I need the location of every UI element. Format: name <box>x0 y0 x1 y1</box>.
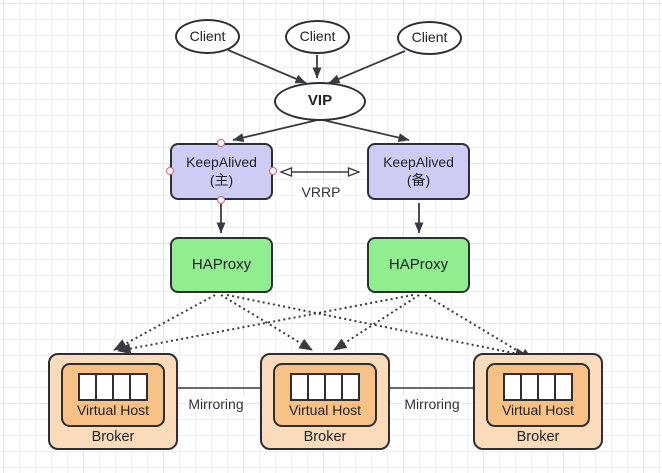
node-client-2[interactable]: Client <box>285 20 350 54</box>
queue-cell <box>80 375 95 399</box>
queue-cell <box>326 375 341 399</box>
node-vip[interactable]: VIP <box>274 82 366 121</box>
keepalived-backup-subtitle: (备) <box>406 171 431 188</box>
queue-cell <box>131 375 146 399</box>
vip-label: VIP <box>307 92 333 110</box>
node-broker-2[interactable]: Virtual Host Broker <box>260 353 390 450</box>
client-3-label: Client <box>411 29 448 46</box>
queue-cell <box>309 375 324 399</box>
virtual-host-box-1[interactable]: Virtual Host <box>61 363 165 427</box>
keepalived-primary-subtitle: (主) <box>209 171 234 188</box>
edge-haproxy-right-to-broker2[interactable] <box>333 294 420 351</box>
virtual-host-label: Virtual Host <box>501 402 575 418</box>
queue-cell <box>556 375 571 399</box>
edge-haproxy-right-to-broker1[interactable] <box>117 294 414 355</box>
queue-icon <box>503 373 573 401</box>
edge-client3-to-vip[interactable] <box>328 50 406 84</box>
edge-haproxy-left-to-broker1[interactable] <box>113 294 216 351</box>
virtual-host-box-2[interactable]: Virtual Host <box>273 363 377 427</box>
mirroring-edge-label-2: Mirroring <box>401 396 463 412</box>
node-keepalived-primary[interactable]: KeepAlived (主) <box>170 143 273 200</box>
edge-haproxy-left-to-broker2[interactable] <box>220 294 313 351</box>
client-1-label: Client <box>189 27 226 44</box>
vrrp-edge-label: VRRP <box>298 184 344 200</box>
queue-cell <box>114 375 129 399</box>
virtual-host-label: Virtual Host <box>76 402 150 418</box>
virtual-host-label: Virtual Host <box>288 402 362 418</box>
queue-cell <box>539 375 554 399</box>
queue-icon <box>290 373 360 401</box>
node-broker-1[interactable]: Virtual Host Broker <box>48 353 178 450</box>
connection-point-right[interactable] <box>269 167 277 175</box>
connection-point-left[interactable] <box>166 167 174 175</box>
queue-cell <box>97 375 112 399</box>
connection-point-bottom[interactable] <box>217 196 225 204</box>
haproxy-left-label: HAProxy <box>191 255 252 273</box>
virtual-host-box-3[interactable]: Virtual Host <box>486 363 590 427</box>
broker-label: Broker <box>516 429 560 445</box>
keepalived-backup-title: KeepAlived <box>383 154 454 170</box>
queue-cell <box>343 375 358 399</box>
queue-icon <box>78 373 148 401</box>
edge-haproxy-right-to-broker3[interactable] <box>424 294 534 361</box>
queue-cell <box>505 375 520 399</box>
node-client-1[interactable]: Client <box>175 19 240 54</box>
client-2-label: Client <box>299 28 336 45</box>
node-client-3[interactable]: Client <box>397 21 462 55</box>
mirroring-edge-label-1: Mirroring <box>185 396 247 412</box>
keepalived-primary-title: KeepAlived <box>186 154 257 170</box>
queue-cell <box>522 375 537 399</box>
node-haproxy-left[interactable]: HAProxy <box>170 237 273 293</box>
edge-client1-to-vip[interactable] <box>227 49 307 84</box>
broker-label: Broker <box>91 429 135 445</box>
node-keepalived-backup[interactable]: KeepAlived (备) <box>367 143 470 200</box>
node-broker-3[interactable]: Virtual Host Broker <box>473 353 603 450</box>
edge-haproxy-left-to-broker3[interactable] <box>226 294 529 359</box>
queue-cell <box>292 375 307 399</box>
node-haproxy-right[interactable]: HAProxy <box>367 237 470 293</box>
connection-point-top[interactable] <box>217 139 225 147</box>
haproxy-right-label: HAProxy <box>388 255 449 273</box>
broker-label: Broker <box>303 429 347 445</box>
